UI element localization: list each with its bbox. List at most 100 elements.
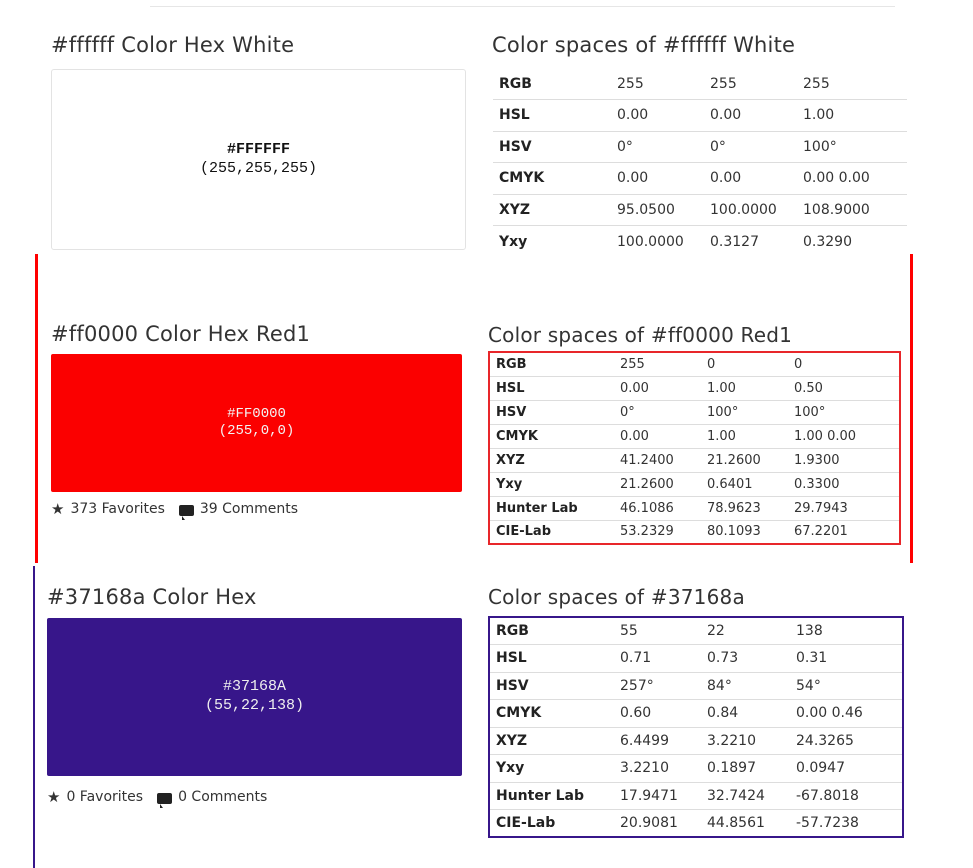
color-space-value-2: 0.73 [701,644,790,672]
swatch-hex-label: #FF0000 [227,405,286,422]
color-space-value-3: 1.00 [797,99,907,131]
color-space-value-1: 0.60 [614,699,701,727]
color-space-value-1: 0.00 [611,162,704,194]
color-space-value-1: 21.2600 [614,471,701,496]
color-space-value-3: -67.8018 [790,781,903,810]
color-space-value-3: 1.9300 [788,447,900,472]
color-space-value-3: 0.3300 [788,471,900,496]
color-space-label: XYZ [489,726,614,755]
color-space-label: HSL [489,644,614,672]
color-space-label: CIE-Lab [489,809,614,837]
color-space-value-1: 0.00 [611,99,704,131]
color-space-label: HSV [489,671,614,700]
color-space-value-1: 6.4499 [614,726,701,755]
star-icon[interactable]: ★ [51,499,65,518]
color-space-value-3: -57.7238 [790,809,903,837]
color-space-value-2: 0.00 [704,99,797,131]
color-space-value-1: 20.9081 [614,809,701,837]
comments-count[interactable]: 0 Comments [178,789,268,805]
comments-count[interactable]: 39 Comments [199,501,299,517]
purple-color-heading: #37168a Color Hex [47,585,257,609]
color-space-value-3: 255 [803,75,830,92]
swatch-hex-label: #FFFFFF [226,140,290,158]
color-space-value-2: 100.0000 [704,193,797,226]
color-space-label: Yxy [493,225,611,257]
color-space-value-1: 257° [614,671,701,700]
color-space-value-1: 255 [617,75,644,92]
color-space-value-2: 22 [707,623,725,639]
purple-section-left-bar [33,566,35,868]
color-space-value-3: 0.0947 [790,754,903,782]
purple-color-swatch: #37168A (55,22,138) [47,618,462,776]
color-space-value-1: 0° [614,399,701,424]
comment-icon[interactable] [157,792,173,808]
color-space-value-3: 29.7943 [788,495,900,520]
color-space-label: Yxy [489,471,614,496]
white-color-swatch: #FFFFFF (255,255,255) [51,69,466,250]
color-space-value-3: 100° [788,399,900,424]
favorites-count[interactable]: 0 Favorites [66,789,144,805]
comment-icon[interactable] [178,504,194,520]
color-space-label: RGB [496,623,529,639]
color-space-value-3: 0 [794,356,803,372]
color-space-value-2: 84° [701,671,790,700]
swatch-rgb-label: (55,22,138) [204,697,305,714]
color-space-value-2: 32.7424 [701,781,790,810]
color-space-value-1: 55 [620,623,638,639]
red-color-spaces-heading: Color spaces of #ff0000 Red1 [488,323,793,347]
color-space-value-2: 78.9623 [701,495,788,520]
color-space-label: XYZ [493,193,611,226]
color-space-value-2: 44.8561 [701,809,790,837]
color-space-value-3: 1.00 0.00 [788,423,900,448]
color-space-value-3: 24.3265 [790,726,903,755]
star-icon[interactable]: ★ [47,787,61,806]
color-space-value-2: 255 [710,75,737,92]
color-space-value-2: 0.1897 [701,754,790,782]
red-color-heading: #ff0000 Color Hex Red1 [51,322,311,346]
color-space-value-2: 0 [707,356,716,372]
color-space-value-1: 95.0500 [611,193,704,226]
color-space-value-1: 255 [620,356,645,372]
color-space-label: Hunter Lab [489,781,614,810]
color-space-value-1: 0° [611,130,704,163]
color-space-value-3: 0.50 [788,375,900,400]
swatch-hex-label: #37168A [222,678,286,696]
favorites-count[interactable]: 373 Favorites [70,501,165,517]
white-color-spaces-heading: Color spaces of #ffffff White [492,33,796,57]
color-space-value-3: 54° [790,671,903,700]
color-space-label: CMYK [489,699,614,727]
color-space-value-2: 21.2600 [701,447,788,472]
red-section-right-bar [910,254,913,563]
color-space-value-2: 0° [704,130,797,163]
color-space-label: RGB [496,356,527,372]
color-space-value-1: 17.9471 [614,781,701,810]
color-space-value-3: 0.00 0.46 [790,699,903,727]
white-color-heading: #ffffff Color Hex White [51,33,295,57]
red-section-left-bar [35,254,38,563]
color-space-value-2: 1.00 [701,375,788,400]
color-space-label: Yxy [489,754,614,782]
color-space-value-1: 0.00 [614,375,701,400]
color-space-value-2: 1.00 [701,423,788,448]
color-space-label: HSL [489,375,614,400]
color-space-value-3: 0.00 0.00 [797,162,907,194]
